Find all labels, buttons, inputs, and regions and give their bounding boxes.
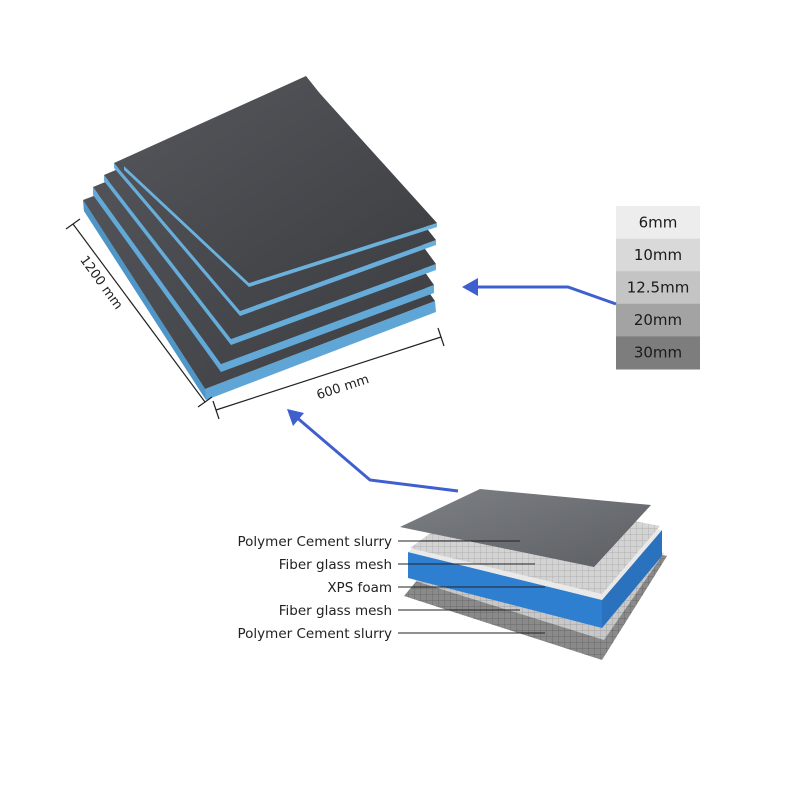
thickness-swatch bbox=[616, 271, 700, 305]
thickness-swatch bbox=[616, 303, 700, 337]
thickness-swatch bbox=[616, 336, 700, 370]
layer-label: XPS foam bbox=[327, 580, 392, 596]
layer-label: Polymer Cement slurry bbox=[238, 626, 392, 642]
thickness-swatches: 6mm 10mm 12.5mm 20mm 30mm bbox=[616, 206, 700, 370]
layer-label: Fiber glass mesh bbox=[279, 603, 392, 619]
layer-top-slurry bbox=[400, 489, 651, 567]
arrow-thickness bbox=[462, 278, 617, 306]
thickness-swatch bbox=[616, 206, 700, 240]
thickness-label: 30mm bbox=[634, 344, 682, 362]
board-6mm bbox=[124, 77, 437, 287]
board-stack bbox=[83, 76, 437, 400]
thickness-swatch bbox=[616, 238, 700, 272]
layer-diagram bbox=[400, 489, 667, 660]
layer-label: Polymer Cement slurry bbox=[238, 534, 392, 550]
thickness-label: 6mm bbox=[639, 213, 678, 231]
arrow-layers bbox=[287, 409, 459, 493]
thickness-label: 12.5mm bbox=[627, 279, 690, 297]
dimension-width-label: 600 mm bbox=[315, 372, 371, 403]
thickness-label: 20mm bbox=[634, 311, 682, 329]
thickness-label: 10mm bbox=[634, 246, 682, 264]
layer-label: Fiber glass mesh bbox=[279, 557, 392, 573]
